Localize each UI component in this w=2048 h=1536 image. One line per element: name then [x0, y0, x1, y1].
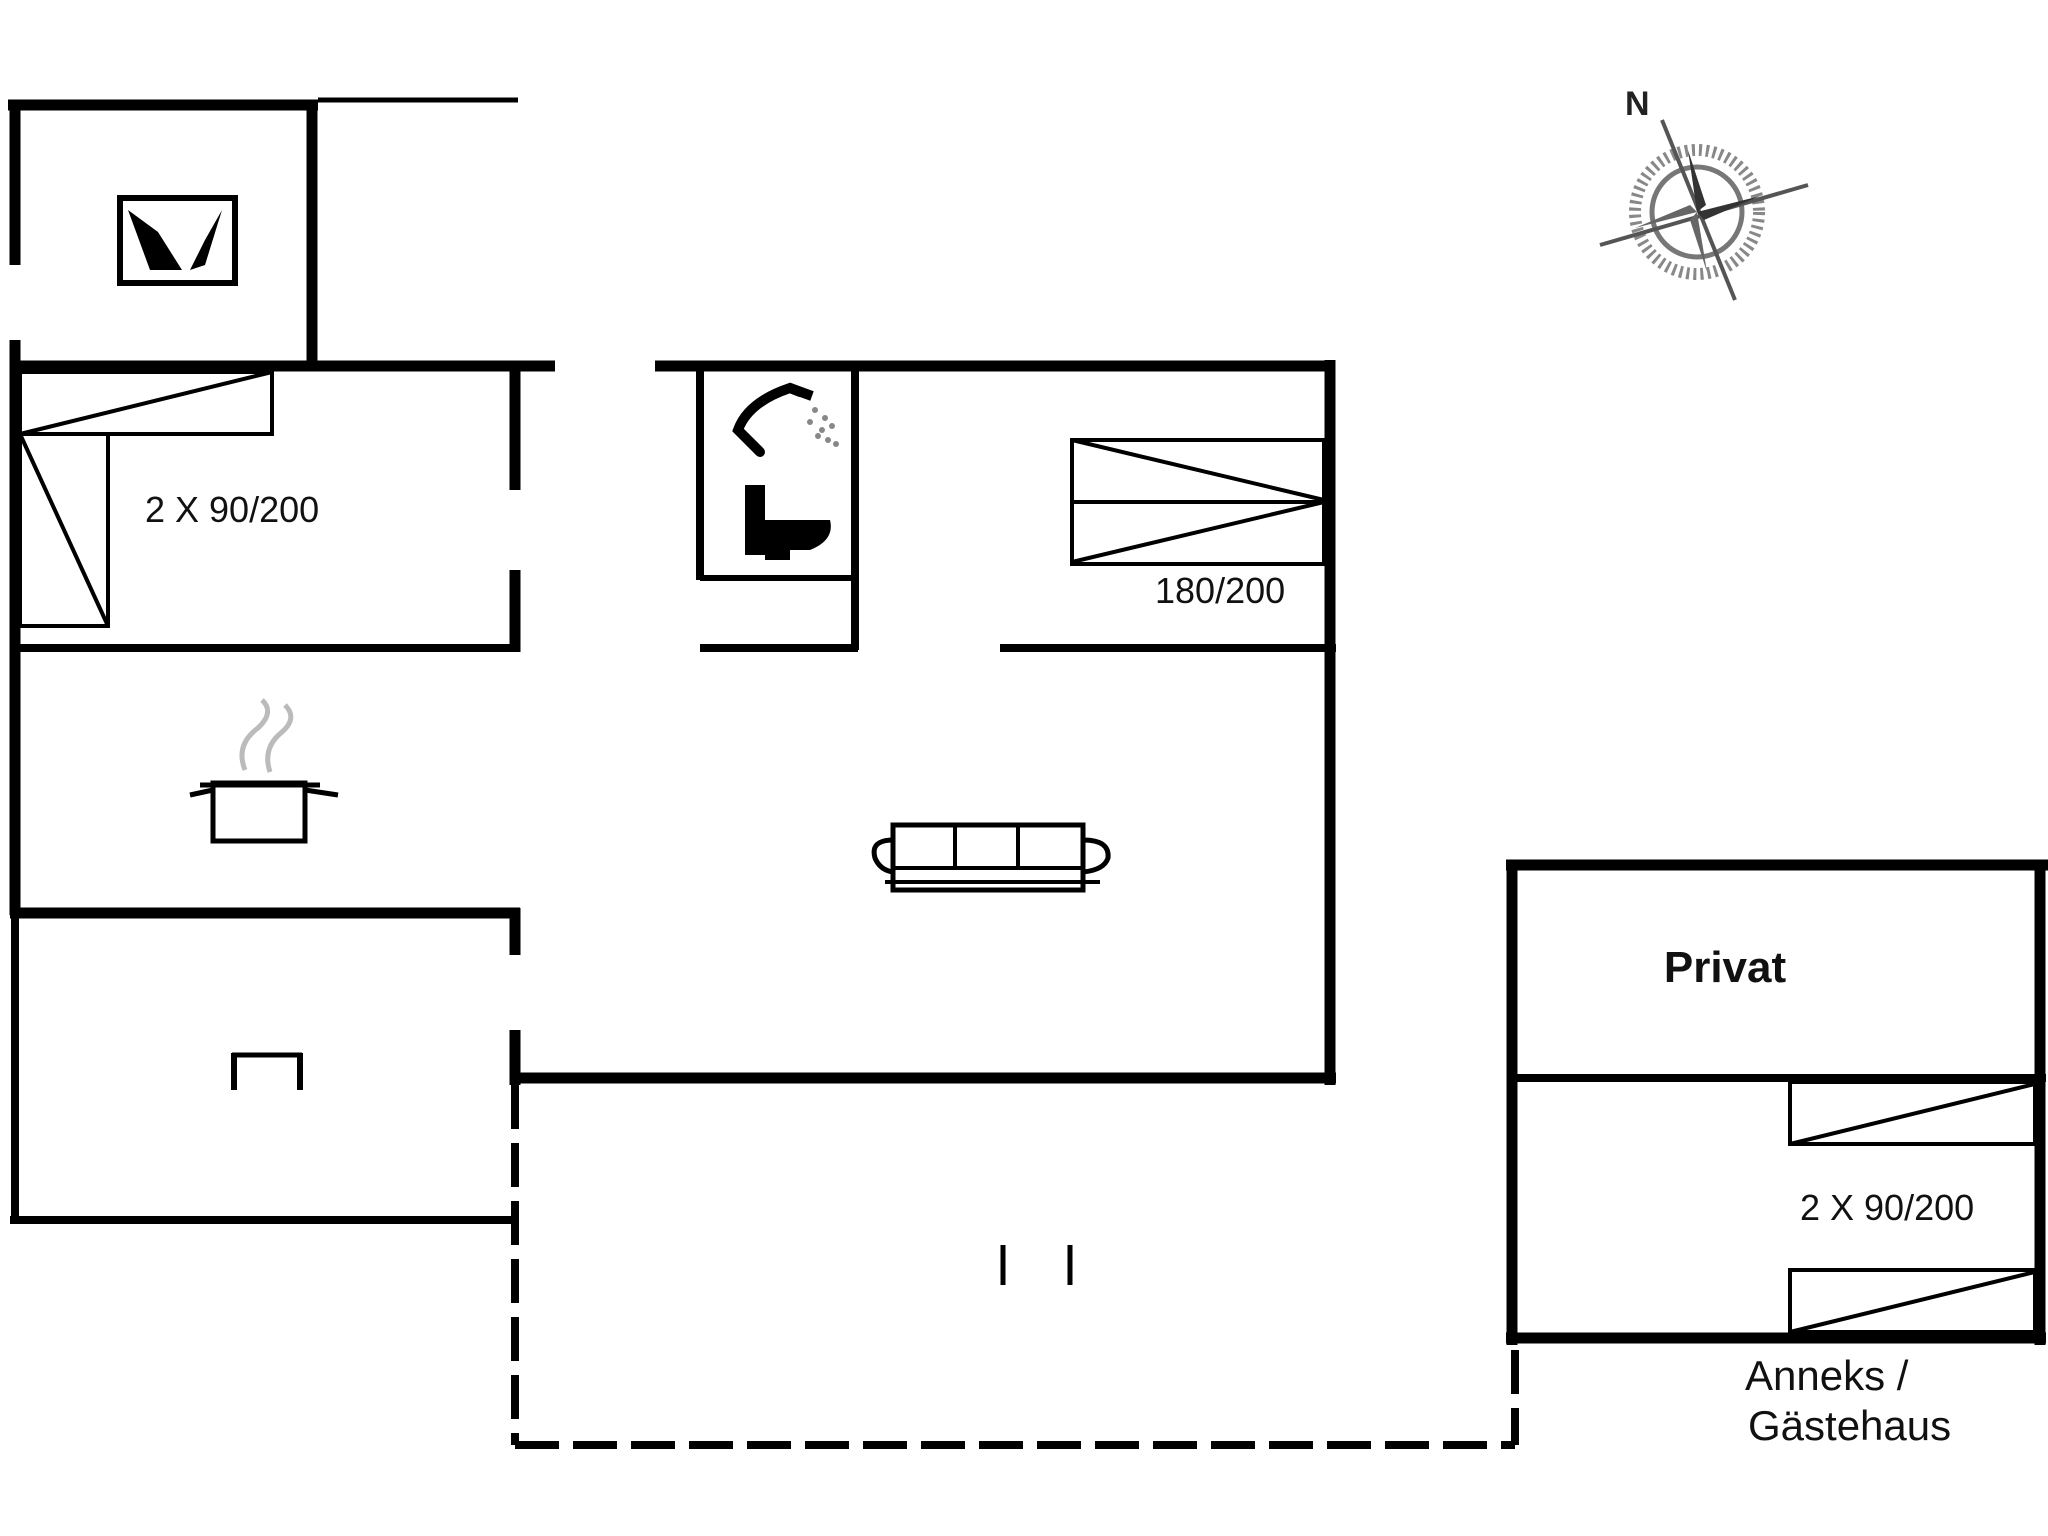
- toilet-icon: [745, 485, 831, 560]
- bedroom-left-label: 2 X 90/200: [145, 489, 319, 530]
- cooking-pot-icon: [189, 698, 339, 844]
- bedroom-right-label: 180/200: [1155, 570, 1285, 611]
- private-room-label: Privat: [1664, 943, 1787, 992]
- bathroom: [696, 370, 859, 652]
- bedroom-left: 2 X 90/200: [15, 370, 521, 652]
- annex-bed-bottom: [1788, 1268, 2037, 1334]
- terrace: [511, 1085, 1519, 1449]
- bed-left: [18, 432, 110, 628]
- fireplace-icon: [117, 195, 238, 286]
- annex-bedroom-label: 2 X 90/200: [1800, 1187, 1974, 1228]
- bedroom-right: 180/200: [1000, 438, 1336, 652]
- double-bed: [1070, 438, 1326, 566]
- bed-top: [18, 370, 274, 436]
- table-icon: [231, 1052, 303, 1090]
- shower-icon: [732, 382, 839, 457]
- fireplace-room: [8, 97, 518, 365]
- compass-rose-icon: N: [1599, 85, 1809, 301]
- annex: Privat 2 X 90/200 Anneks / Gästehaus: [1506, 859, 2048, 1449]
- annex-bed-top: [1788, 1080, 2037, 1146]
- main-house-walls: [9, 360, 1336, 1085]
- bottom-left-room: [10, 915, 515, 1224]
- annex-label-line1: Anneks /: [1745, 1352, 1909, 1399]
- north-label: N: [1625, 85, 1650, 123]
- sofa-icon: [871, 822, 1111, 893]
- deck-chair-icon: [1000, 1245, 1073, 1285]
- annex-label-line2: Gästehaus: [1748, 1402, 1951, 1449]
